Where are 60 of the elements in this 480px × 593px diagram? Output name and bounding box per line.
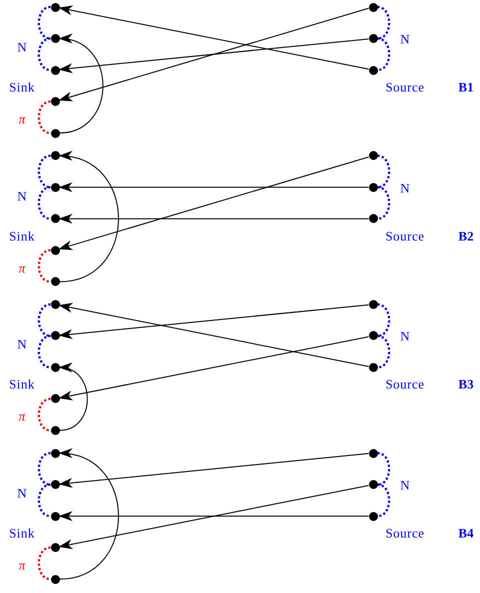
- dotted-arc: [377, 37, 390, 72]
- dotted-arc: [38, 37, 51, 72]
- sink-label: Sink: [9, 80, 35, 94]
- set-label: N: [400, 330, 410, 343]
- arrow: [58, 511, 369, 522]
- dotted-arc: [38, 484, 51, 518]
- arrow: [58, 38, 370, 74]
- arrow: [58, 304, 370, 340]
- dotted-arc: [38, 546, 51, 580]
- dotted-arc: [377, 6, 390, 40]
- dotted-arc: [38, 334, 51, 368]
- set-label: N: [17, 338, 27, 351]
- dotted-arc: [377, 334, 390, 368]
- set-label: N: [400, 181, 410, 194]
- arrow: [58, 450, 119, 580]
- dotted-arc: [38, 186, 51, 220]
- panel-label: B2: [458, 229, 474, 242]
- arrow: [58, 453, 370, 488]
- panel-label: B4: [458, 526, 474, 540]
- source-label: Source: [385, 229, 425, 242]
- sink-label: Sink: [9, 526, 35, 540]
- arrow: [58, 214, 369, 224]
- arrow: [58, 484, 370, 550]
- sink-label: Sink: [9, 229, 35, 242]
- set-label: N: [17, 189, 27, 202]
- set-label: N: [17, 486, 27, 500]
- set-label: N: [17, 40, 27, 54]
- dotted-arc: [377, 154, 390, 188]
- arrow: [58, 35, 104, 134]
- pi-label: π: [18, 261, 26, 274]
- pi-label: π: [18, 558, 26, 572]
- pi-label: π: [18, 112, 26, 126]
- panel-label: B1: [458, 80, 474, 94]
- dotted-arc: [38, 303, 51, 337]
- dotted-arc: [38, 398, 51, 432]
- dotted-arc: [377, 484, 390, 518]
- dotted-arc: [38, 100, 51, 134]
- dotted-arc: [38, 249, 51, 283]
- dotted-arc: [377, 303, 390, 337]
- set-label: N: [400, 32, 410, 46]
- arrow: [58, 364, 88, 431]
- dotted-arc: [377, 186, 390, 220]
- arrow: [58, 336, 370, 400]
- arrow: [58, 8, 370, 102]
- dotted-arc: [377, 452, 390, 486]
- pi-label: π: [18, 410, 26, 423]
- arrow: [58, 182, 369, 192]
- arrow: [58, 302, 370, 368]
- source-label: Source: [385, 526, 425, 540]
- arrow: [58, 152, 119, 282]
- dotted-arc: [38, 154, 51, 188]
- sink-label: Sink: [9, 378, 35, 391]
- source-label: Source: [385, 80, 425, 94]
- dotted-arc: [38, 452, 51, 486]
- arrow: [58, 156, 370, 250]
- arrow: [58, 6, 370, 70]
- dotted-arc: [38, 6, 51, 40]
- set-label: N: [400, 478, 410, 492]
- source-label: Source: [385, 378, 425, 391]
- panel-label: B3: [458, 378, 474, 391]
